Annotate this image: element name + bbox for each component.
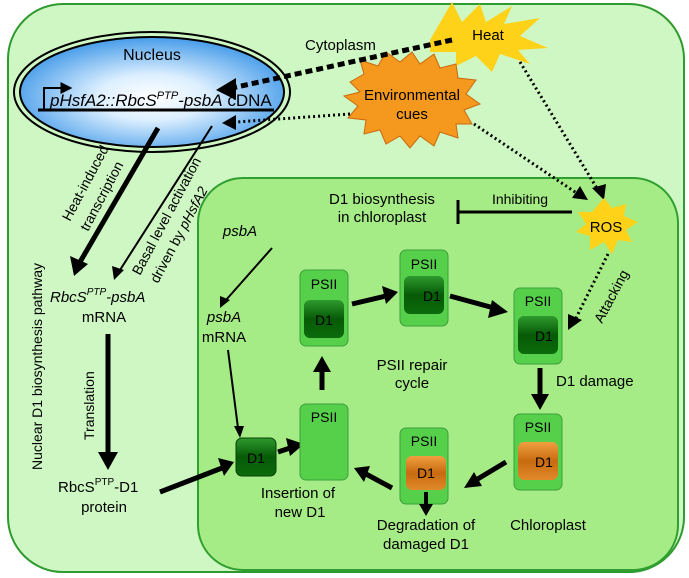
- nucleus-label: Nucleus: [123, 47, 181, 64]
- d1-damage-label: D1 damage: [556, 373, 634, 390]
- psii-degrading-label: PSII: [411, 433, 437, 449]
- left-arrow-1: [474, 459, 508, 483]
- chloroplast-label: Chloroplast: [510, 517, 587, 534]
- env-to-nucleus-arrow: [235, 112, 351, 124]
- degradation-line2: damaged D1: [383, 536, 469, 553]
- right-arrow-1: [351, 293, 387, 307]
- damage-arrowhead: [531, 394, 549, 410]
- heat-burst: [430, 2, 548, 72]
- new-d1-block: [235, 437, 277, 477]
- up-arrowhead: [313, 356, 331, 372]
- psii-empty: [299, 403, 349, 481]
- heat-to-nucleus-arrow: [231, 37, 453, 91]
- psii-attacked-label: PSII: [525, 293, 551, 309]
- environmental-cues-burst: [342, 51, 482, 149]
- env-cues-line1: Environmental: [364, 87, 460, 104]
- psii-active-d1-label: D1: [423, 288, 441, 304]
- d1-biosynthesis-line1: D1 biosynthesis: [329, 191, 435, 208]
- heat-induced-transcription-arrow: [77, 126, 161, 264]
- psba-mrna-line1: psbA: [206, 309, 241, 326]
- attacking-arrowhead: [568, 314, 582, 330]
- rbcs-psba-mrna-line2: mRNA: [82, 309, 126, 326]
- right-arrowhead-2: [488, 300, 508, 318]
- attacking-arrow: [574, 253, 610, 319]
- protein-d1-arrowhead: [218, 458, 234, 476]
- degradation-line1: Degradation of: [377, 517, 476, 534]
- mrna-to-d1-arrow: [227, 349, 239, 429]
- d1-to-psii-arrow: [277, 445, 291, 455]
- translation-arrowhead: [98, 452, 118, 470]
- translation-label: Translation: [81, 371, 97, 440]
- psii-assembled-d1: [304, 300, 344, 338]
- right-arrow-2: [449, 293, 495, 311]
- rbcs-psba-mrna-line1: RbcSPTP-psbA: [50, 287, 145, 306]
- left-arrow-2: [364, 471, 394, 491]
- psii-degrading-d1-label: D1: [417, 465, 435, 481]
- rbcs-d1-protein-line1: RbcSPTP-D1: [58, 477, 138, 496]
- psba-to-mrna-arrow: [225, 247, 273, 301]
- inhibiting-label: Inhibiting: [492, 191, 548, 207]
- psii-damaged-d1-label: D1: [535, 454, 553, 470]
- psba-arrowhead: [220, 296, 230, 308]
- psii-active-label: PSII: [411, 256, 437, 272]
- psii-empty-label: PSII: [311, 409, 337, 425]
- psii-attacked-d1-label: D1: [535, 328, 553, 344]
- ros-label: ROS: [590, 219, 623, 236]
- env-cues-line2: cues: [396, 106, 428, 123]
- psba-mrna-line2: mRNA: [202, 329, 246, 346]
- insertion-line2: new D1: [275, 504, 326, 521]
- ros-burst: [576, 198, 638, 254]
- psii-attacked-d1: [518, 316, 558, 354]
- d1-biosynthesis-line2: in chloroplast: [338, 209, 427, 226]
- repair-cycle-line1: PSII repair: [377, 357, 448, 374]
- transcription-arrowhead: [70, 256, 88, 276]
- basal-activation-arrow: [119, 125, 213, 271]
- psii-damaged-label: PSII: [525, 419, 551, 435]
- psii-damaged-d1: [518, 442, 558, 480]
- psii-active-d1: [404, 276, 444, 314]
- right-arrowhead-1: [382, 286, 398, 304]
- env-to-ros-arrow: [473, 122, 579, 196]
- env-ros-arrowhead: [572, 186, 588, 200]
- insertion-line1: Insertion of: [261, 485, 336, 502]
- cytoplasm-label: Cytoplasm: [305, 37, 376, 54]
- psba-gene-label: psbA: [222, 223, 257, 240]
- heat-ros-arrowhead: [592, 184, 606, 200]
- nuclear-pathway-label: Nuclear D1 biosynthesis pathway: [29, 263, 45, 470]
- mrna-d1-arrowhead: [234, 426, 244, 438]
- left-arrowhead-1: [464, 472, 482, 488]
- nucleus: [19, 36, 285, 148]
- protein-to-d1-arrow: [159, 465, 223, 495]
- repair-cycle-line2: cycle: [395, 375, 429, 392]
- cdna-label: pHsfA2::RbcSPTP-psbA cDNA: [49, 90, 272, 110]
- new-d1-label: D1: [247, 450, 265, 466]
- nucleus-envelope: [13, 31, 291, 153]
- rbcs-d1-protein-line2: protein: [81, 499, 127, 516]
- heat-arrowhead: [216, 78, 236, 100]
- env-arrowhead: [222, 115, 236, 130]
- psii-assembled-label: PSII: [311, 276, 337, 292]
- promoter-arrow: [43, 82, 73, 110]
- psii-degrading-d1: [406, 456, 446, 490]
- basal-arrowhead: [112, 266, 124, 280]
- heat-label: Heat: [472, 27, 505, 44]
- psii-assembled-d1-label: D1: [315, 312, 333, 328]
- left-arrowhead-2: [354, 466, 370, 482]
- degradation-arrowhead: [419, 504, 433, 516]
